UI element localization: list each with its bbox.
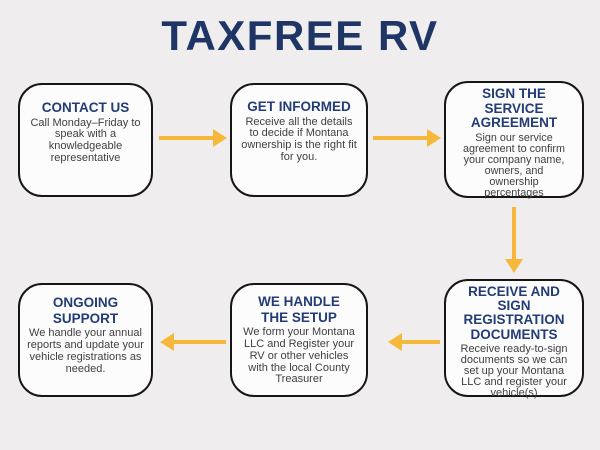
step-box-we-handle-setup: WE HANDLE THE SETUP We form your Montana… (230, 283, 368, 397)
arrow-shaft (174, 340, 226, 344)
arrow-left-icon (160, 333, 174, 351)
step-box-receive-sign-documents: RECEIVE AND SIGN REGISTRATION DOCUMENTS … (444, 279, 584, 399)
arrow-right-icon (427, 129, 441, 147)
step-body: We form your Montana LLC and Register yo… (243, 326, 355, 386)
step-box-get-informed: GET INFORMED Receive all the details to … (230, 83, 368, 197)
step-heading: ONGOING SUPPORT (52, 295, 119, 326)
step-body: We handle your annual reports and update… (27, 327, 144, 375)
step-box-ongoing-support: ONGOING SUPPORT We handle your annual re… (18, 283, 153, 397)
arrow-left-icon (388, 333, 402, 351)
arrow-shaft (159, 136, 213, 140)
step-body: Receive all the details to decide if Mon… (241, 115, 357, 163)
arrow-shaft (402, 340, 440, 344)
step-box-contact-us: CONTACT US Call Monday–Friday to speak w… (18, 83, 153, 197)
step-heading: GET INFORMED (247, 99, 351, 114)
page-title: TAXFREE RV (161, 12, 439, 59)
step-box-sign-service-agreement: SIGN THE SERVICE AGREEMENT Sign our serv… (444, 81, 584, 198)
arrow-down-icon (505, 259, 523, 273)
step-body: Sign our service agreement to confirm yo… (462, 131, 566, 199)
arrow-shaft (373, 136, 427, 140)
step-body: Receive ready-to-sign documents so we ca… (460, 342, 568, 399)
arrow-shaft (512, 207, 516, 259)
step-heading: SIGN THE SERVICE AGREEMENT (470, 86, 558, 131)
step-heading: CONTACT US (41, 100, 130, 115)
arrow-right-icon (213, 129, 227, 147)
step-heading: RECEIVE AND SIGN REGISTRATION DOCUMENTS (463, 284, 565, 342)
step-body: Call Monday–Friday to speak with a knowl… (30, 116, 141, 164)
step-heading: WE HANDLE THE SETUP (258, 294, 340, 325)
